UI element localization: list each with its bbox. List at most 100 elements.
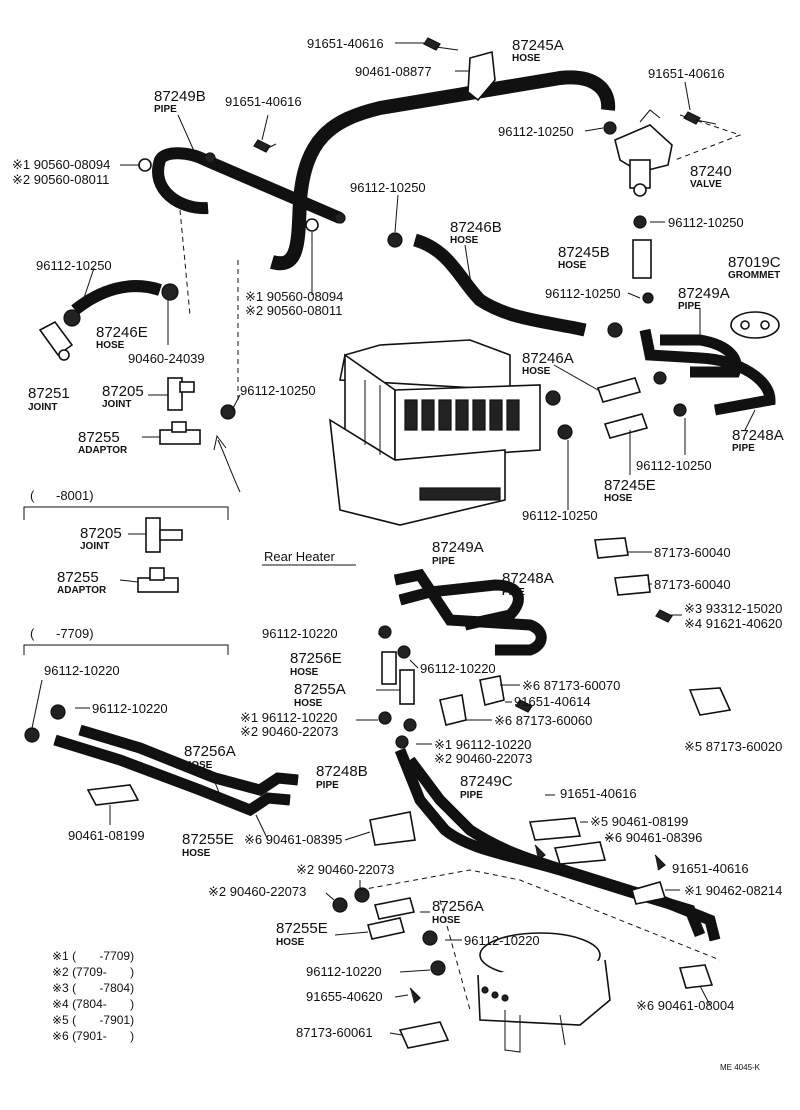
label-87246e-cap: HOSE [96,340,125,351]
label-87255a: 87255A [294,681,346,698]
label-s2-90460-22073-d: ※2 90460-22073 [208,884,306,899]
label-87256a-a: 87256A [184,743,236,760]
label-87248a-a-cap: PIPE [732,443,755,454]
hose-87256a-rear [53,724,299,817]
hose-87246e [71,280,162,315]
label-87245b-cap: HOSE [558,260,587,271]
label-87256e-cap: HOSE [290,667,319,678]
valve-87240 [614,109,673,197]
rear-brackets [86,537,732,1049]
label-s6-87173-60070: ※6 87173-60070 [522,678,620,693]
pipe-87249c-rear [394,747,721,942]
label-87245e-cap: HOSE [604,493,633,504]
label-doc-code: ME 4045-K [720,1063,761,1072]
label-s1-90560-08094-b: ※1 90560-08094 [245,289,343,304]
hose-87245b [632,239,652,279]
part-labels: 91651-40616 87245A HOSE 90461-08877 9165… [12,36,784,1072]
pipe-87249a-upper [639,328,776,416]
label-96112-10220-f: 96112-10220 [306,964,382,979]
rear-clamps [24,625,446,976]
leader-lines [31,42,756,1036]
label-87248b-cap: PIPE [316,780,339,791]
label-91651-40616-c: 91651-40616 [672,861,749,876]
label-87245b: 87245B [558,244,610,261]
grommet-87019c [730,311,780,339]
label-87249a-a-cap: PIPE [678,301,701,312]
label-s5-90461-08199: ※5 90461-08199 [590,814,688,829]
label-87255e-a: 87255E [182,831,234,848]
label-87248b: 87248B [316,763,368,780]
label-87255e-a-cap: HOSE [182,848,211,859]
hose-87255a [399,669,415,705]
joint-87205-a [167,377,195,411]
label-96112-10250-f: 96112-10250 [240,383,316,398]
legend-line-1: ※1 ( -7709) [52,949,134,963]
label-87173-60061: 87173-60061 [296,1025,373,1040]
label-91651-40616-top: 91651-40616 [307,36,384,51]
hose-87255e-lower [366,917,406,940]
label-87205-b: 87205 [80,525,122,542]
legend-line-2: ※2 (7709- ) [52,965,134,979]
label-87256e: 87256E [290,650,342,667]
label-96112-10250-g: 96112-10250 [636,458,712,473]
label-87246b-cap: HOSE [450,235,479,246]
label-s2-90560-08011-b: ※2 90560-08011 [245,303,342,318]
label-87245a-cap: HOSE [512,53,541,64]
heater-unit [329,339,541,526]
label-87240: 87240 [690,163,732,180]
label-91651-40616-mid: 91651-40616 [225,94,302,109]
label-91651-40614: 91651-40614 [514,694,591,709]
label-87245e: 87245E [604,477,656,494]
bracket-90461-08877 [467,50,496,102]
label-s1-90560-08094-a: ※1 90560-08094 [12,157,110,172]
label-87173-60040-a: 87173-60040 [654,545,731,560]
pipe-87249a-rear [393,568,547,656]
label-87248a-a: 87248A [732,427,784,444]
label-87173-60040-b: 87173-60040 [654,577,731,592]
label-87019c: 87019C [728,254,781,271]
label-s3-93312-15020: ※3 93312-15020 [684,601,782,616]
legend-line-6: ※6 (7901- ) [52,1029,134,1043]
label-96112-10220-d: 96112-10220 [92,701,168,716]
label-s6-90461-08396: ※6 90461-08396 [604,830,702,845]
section-brackets [23,506,356,655]
label-87256a-a-cap: HOSE [184,760,213,771]
label-87255-a: 87255 [78,429,120,446]
label-87251: 87251 [28,385,70,402]
label-87256a-b-cap: HOSE [432,915,461,926]
label-90461-08877: 90461-08877 [355,64,432,79]
hose-87256a-lower [373,897,416,920]
label-s1-96112-10220-a: ※1 96112-10220 [240,710,337,725]
label-87249c-cap: PIPE [460,790,483,801]
label-96112-10220-a: 96112-10220 [262,626,338,641]
label-87248a-b-cap: PIPE [502,587,525,598]
label-s1-90462-08214: ※1 90462-08214 [684,883,782,898]
label-87255e-b: 87255E [276,920,328,937]
hose-87256e [381,651,397,685]
label-87249b: 87249B [154,88,206,105]
label-87249a-b: 87249A [432,539,484,556]
joint-87251 [38,320,74,361]
hose-87245e [603,413,649,439]
label-s5-87173-60020: ※5 87173-60020 [684,739,782,754]
label-87248a-b: 87248A [502,570,554,587]
label-s6-90461-08395: ※6 90461-08395 [244,832,342,847]
label-87249c: 87249C [460,773,513,790]
label-87205-a: 87205 [102,383,144,400]
label-s2-90460-22073-b: ※2 90460-22073 [434,751,532,766]
label-87255-b-cap: ADAPTOR [57,585,107,596]
label-s2-90460-22073-a: ※2 90460-22073 [240,724,338,739]
label-96112-10220-b: 96112-10220 [420,661,496,676]
rear-heater-blower [477,932,611,1053]
label-87019c-cap: GROMMET [728,270,780,281]
label-s4-91621-40620: ※4 91621-40620 [684,616,782,631]
label-96112-10250-a: 96112-10250 [498,124,574,139]
label-s2-90560-08011-a: ※2 90560-08011 [12,172,109,187]
date-legend: ※1 ( -7709) ※2 (7709- ) ※3 ( -7804) ※4 (… [52,949,134,1043]
label-90460-24039: 90460-24039 [128,351,205,366]
hose-87246a [596,377,642,403]
label-90461-08199: 90461-08199 [68,828,145,843]
label-s6-90461-08004: ※6 90461-08004 [636,998,734,1013]
hose-clamps [63,121,687,440]
